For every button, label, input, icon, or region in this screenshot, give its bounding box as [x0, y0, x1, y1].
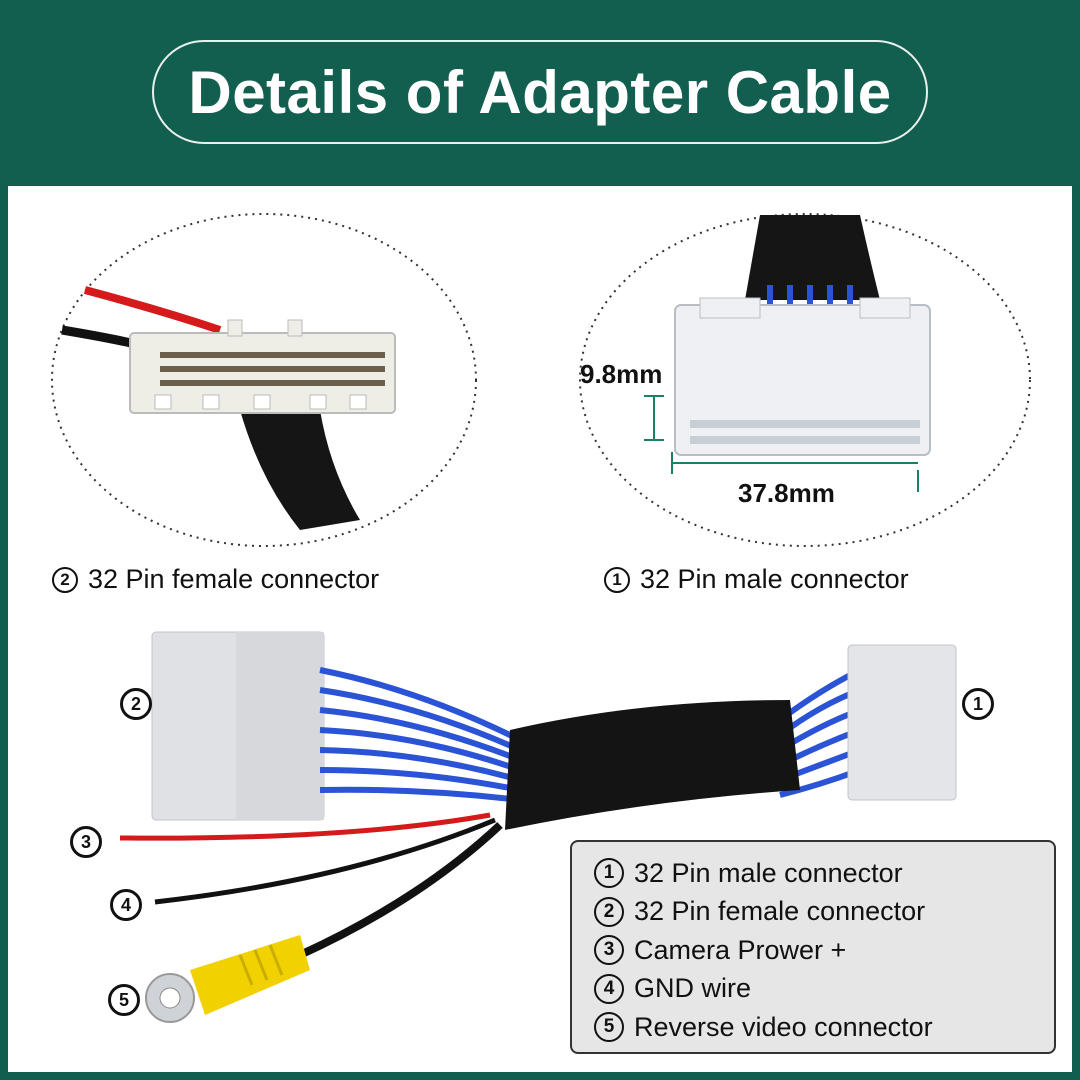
marker-gnd-wire: 4	[110, 889, 142, 921]
marker-reverse-video: 5	[108, 984, 140, 1016]
legend-item: 5 Reverse video connector	[594, 1008, 1036, 1047]
height-dimension: 9.8mm	[580, 359, 663, 389]
legend-item: 2 32 Pin female connector	[594, 893, 1036, 932]
legend-text: GND wire	[634, 973, 752, 1004]
legend-item: 1 32 Pin male connector	[594, 854, 1036, 893]
legend-box: 1 32 Pin male connector 2 32 Pin female …	[570, 840, 1056, 1054]
legend-number: 4	[594, 973, 624, 1004]
legend-text: Camera Prower +	[634, 934, 847, 965]
marker-male-connector: 1	[962, 688, 994, 720]
caption-number: 1	[604, 566, 630, 593]
legend-text: Reverse video connector	[634, 1011, 933, 1042]
female-connector-detail	[51, 213, 477, 547]
marker-camera-power: 3	[70, 826, 102, 858]
legend-number: 1	[594, 858, 624, 889]
legend-text: 32 Pin male connector	[634, 857, 903, 888]
male-connector-caption: 1 32 Pin male connector	[604, 564, 909, 595]
legend-item: 4 GND wire	[594, 970, 1036, 1009]
legend-item: 3 Camera Prower +	[594, 931, 1036, 970]
main-cable-illustration	[119, 631, 957, 1023]
marker-female-connector: 2	[120, 688, 152, 720]
width-dimension: 37.8mm	[738, 478, 835, 508]
legend-number: 5	[594, 1012, 624, 1043]
caption-text: 32 Pin male connector	[640, 564, 909, 594]
legend-number: 2	[594, 896, 624, 927]
male-connector-detail	[579, 213, 1031, 547]
legend-number: 3	[594, 935, 624, 966]
page-title: Details of Adapter Cable	[152, 40, 928, 144]
caption-number: 2	[52, 566, 78, 593]
legend-text: 32 Pin female connector	[634, 896, 926, 927]
caption-text: 32 Pin female connector	[88, 564, 380, 594]
female-connector-caption: 2 32 Pin female connector	[52, 564, 379, 595]
